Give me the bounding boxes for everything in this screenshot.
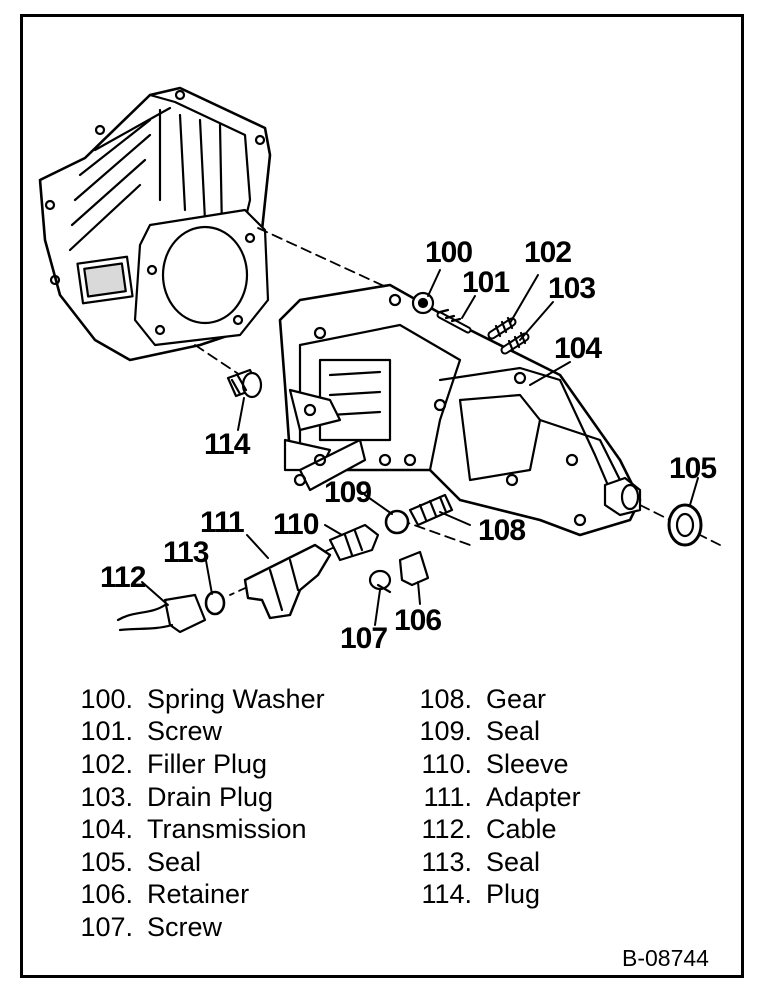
legend-row: 114. Plug [402, 879, 581, 912]
callout-101: 101 [462, 266, 510, 299]
legend-number: 108. [419, 683, 472, 714]
callout-105: 105 [669, 452, 717, 485]
transmission-case [278, 283, 642, 537]
callout-109: 109 [324, 476, 372, 509]
legend-number: 102. [80, 748, 133, 779]
legend-row: 106. Retainer [60, 879, 325, 912]
legend-number: 103. [80, 781, 133, 812]
plug-part [226, 368, 263, 399]
legend-row: 110. Sleeve [402, 748, 581, 781]
legend-number: 105. [80, 846, 133, 877]
legend-label: Screw [147, 716, 223, 747]
legend-label: Cable [486, 814, 557, 845]
legend-label: Adapter [486, 781, 581, 812]
callout-104: 104 [554, 332, 602, 365]
legend-label: Sleeve [486, 748, 569, 779]
callout-103: 103 [548, 272, 596, 305]
legend-number: 101. [80, 716, 133, 747]
callout-100: 100 [425, 236, 473, 269]
callout-114: 114 [204, 428, 250, 461]
legend-row: 108. Gear [402, 683, 581, 716]
legend-row: 111. Adapter [402, 781, 581, 814]
legend-row: 101. Screw [60, 716, 325, 749]
gear-part [408, 493, 454, 527]
legend-number: 113. [421, 846, 472, 877]
drain-plug-part [500, 331, 530, 355]
figure-id: B-08744 [622, 945, 709, 971]
legend-label: Screw [147, 911, 223, 942]
callout-108: 108 [478, 514, 526, 547]
legend-row: 102. Filler Plug [60, 748, 325, 781]
legend-number: 112. [421, 814, 472, 845]
legend-number: 107. [80, 911, 133, 942]
legend-row: 112. Cable [402, 813, 581, 846]
callout-111: 111 [200, 506, 245, 539]
legend-number: 111. [423, 781, 472, 812]
legend-label: Filler Plug [147, 748, 268, 779]
legend-row: 113. Seal [402, 846, 581, 879]
screw-part [436, 308, 472, 334]
seal-109-part [384, 509, 410, 535]
sleeve-part [328, 523, 380, 562]
legend-left-column: 100. Spring Washer 101. Screw 102. Filler P… [60, 683, 325, 944]
callout-110: 110 [273, 508, 319, 541]
figure-frame [20, 14, 744, 978]
legend-row: 109. Seal [402, 716, 581, 749]
bell-housing [38, 86, 272, 362]
legend-number: 106. [80, 879, 133, 910]
screw-107-part [368, 569, 392, 594]
legend-number: 114. [421, 879, 472, 910]
legend-label: Seal [147, 846, 202, 877]
callout-106: 106 [394, 604, 442, 637]
spring-washer-part [411, 291, 435, 315]
callout-112: 112 [100, 561, 146, 594]
legend-row: 105. Seal [60, 846, 325, 879]
legend-label: Spring Washer [147, 683, 325, 714]
legend-right-column: 108. Gear 109. Seal 110. Sleeve 111. Adapter… [402, 683, 581, 912]
legend-label: Seal [486, 846, 541, 877]
legend-row: 100. Spring Washer [60, 683, 325, 716]
legend-number: 100. [80, 683, 133, 714]
adapter-part [243, 543, 332, 620]
cable-part [116, 593, 207, 634]
leader-lines [141, 269, 699, 626]
legend-label: Seal [486, 716, 541, 747]
legend-number: 110. [421, 748, 472, 779]
legend-row: 104. Transmission [60, 813, 325, 846]
legend-number: 104. [80, 814, 133, 845]
legend-label: Gear [486, 683, 547, 714]
legend-label: Retainer [147, 879, 250, 910]
legend-row: 103. Drain Plug [60, 781, 325, 814]
legend-label: Transmission [147, 814, 307, 845]
filler-plug-part [487, 316, 517, 340]
retainer-part [398, 550, 430, 587]
callout-102: 102 [524, 236, 572, 269]
legend-row: 107. Screw [60, 911, 325, 944]
legend-label: Drain Plug [147, 781, 274, 812]
legend-label: Plug [486, 879, 541, 910]
rear-seal-part [667, 503, 703, 547]
legend-number: 109. [419, 716, 472, 747]
callout-113: 113 [163, 536, 209, 569]
seal-113-part [204, 590, 226, 616]
callout-107: 107 [340, 622, 388, 655]
